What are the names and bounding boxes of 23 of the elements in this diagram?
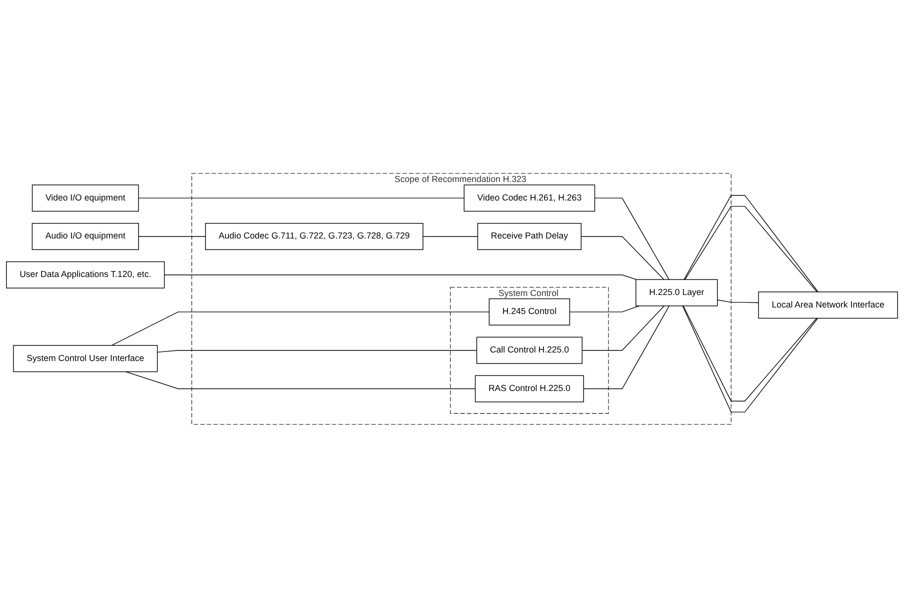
block: Video I/O equipment (32, 184, 139, 212)
connector-line (125, 370, 476, 389)
connector-line (156, 350, 478, 352)
connector-line (583, 305, 670, 389)
connector-line (138, 197, 464, 198)
block: System Control User Interface (13, 344, 158, 372)
connector-line (164, 274, 637, 280)
connector-line (111, 311, 490, 346)
block: H.225.0 Layer (636, 278, 718, 306)
block: Receive Path Delay (477, 222, 582, 250)
block: RAS Control H.225.0 (474, 374, 584, 402)
block: Call Control H.225.0 (476, 336, 582, 364)
connector-line (569, 305, 640, 312)
connector-line (594, 197, 670, 280)
block: Audio I/O equipment (32, 222, 139, 250)
block: H.245 Control (488, 298, 570, 326)
block: Local Area Network Interface (758, 291, 898, 318)
connector-line (582, 305, 665, 350)
block: Audio Codec G.711, G.722, G.723, G.728, G.729 (205, 222, 424, 250)
block: Video Codec H.261, H.263 (464, 184, 596, 212)
connector-line (717, 299, 759, 303)
connector-line (580, 236, 664, 280)
block: User Data Applications T.120, etc. (6, 260, 165, 288)
